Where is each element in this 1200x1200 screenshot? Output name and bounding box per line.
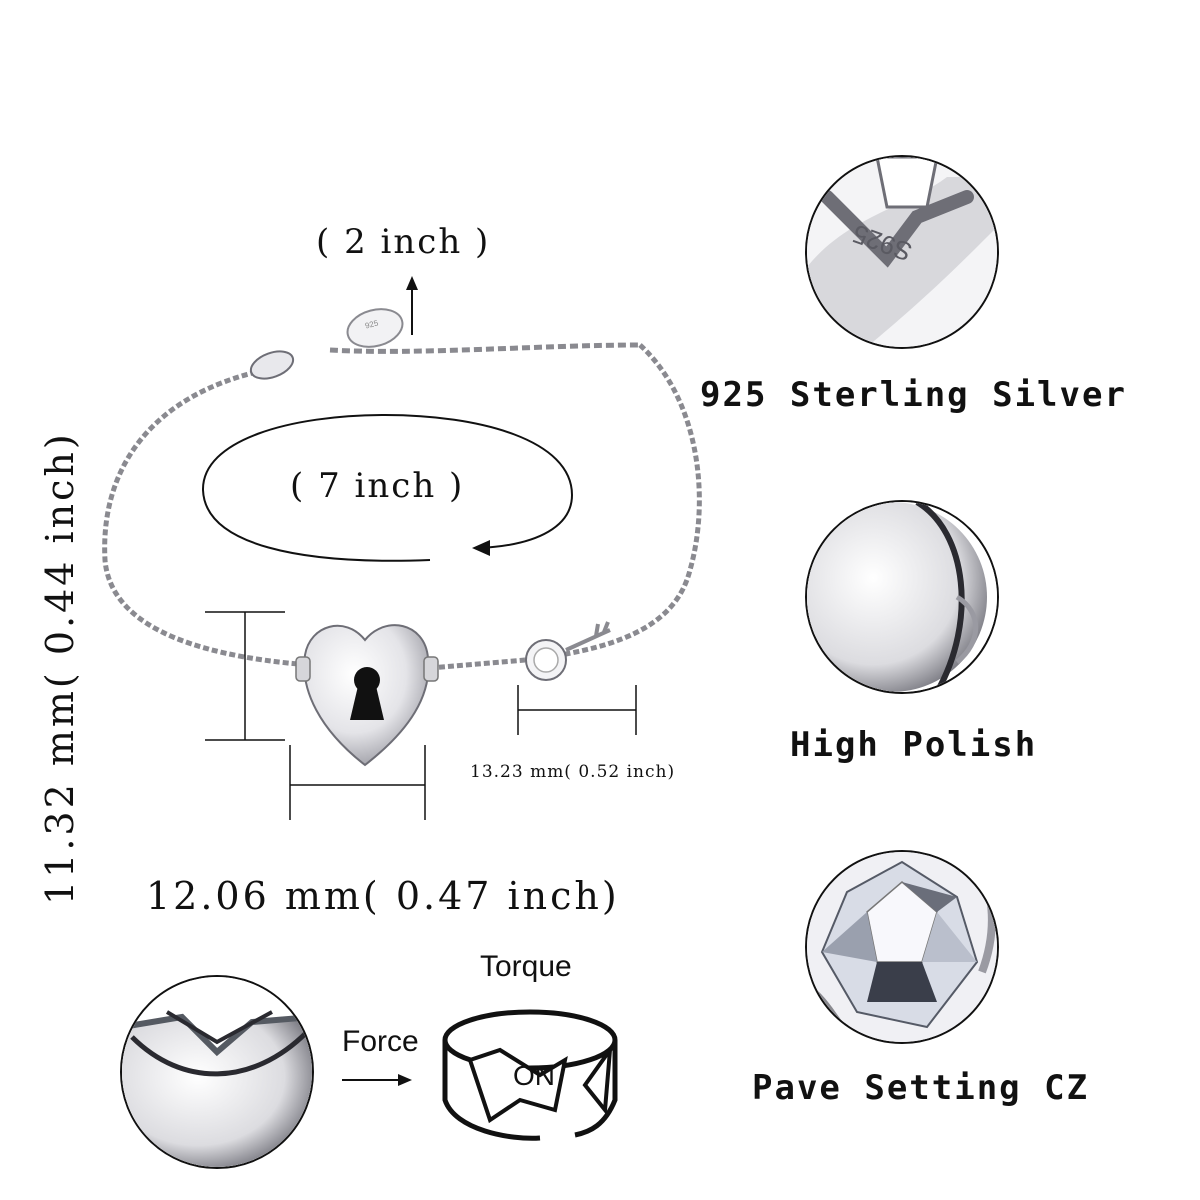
length-ellipse-arrow bbox=[201, 413, 574, 562]
torque-ring-icon bbox=[574, 1040, 618, 1138]
pave-setting-label: Pave Setting CZ bbox=[752, 1068, 1090, 1108]
bracelet-chain bbox=[102, 367, 311, 668]
pave-setting-detail-image bbox=[805, 850, 999, 1044]
heart-bail-left bbox=[295, 656, 311, 682]
sterling-silver-label: 925 Sterling Silver bbox=[700, 375, 1127, 415]
high-polish-detail-image bbox=[805, 500, 999, 694]
height-dimension-label: 11.32 mm( 0.44 inch) bbox=[38, 431, 82, 905]
sterling-silver-detail-image: S925 bbox=[805, 155, 999, 349]
high-polish-label: High Polish bbox=[790, 725, 1038, 765]
arrow-left-icon bbox=[472, 540, 490, 556]
bracelet-chain bbox=[429, 657, 526, 671]
keyhole-icon bbox=[350, 686, 384, 720]
width-dimension-label: 12.06 mm( 0.47 inch) bbox=[146, 874, 620, 918]
key-charm-shaft bbox=[565, 621, 611, 652]
extension-chain bbox=[329, 342, 641, 354]
stamp-tag bbox=[346, 308, 404, 348]
torque-label: Torque bbox=[480, 950, 572, 983]
torque-arrow-icon bbox=[582, 1042, 613, 1116]
torque-ring-icon bbox=[442, 1040, 541, 1141]
bracelet-chain bbox=[524, 343, 702, 663]
arrow-right-icon bbox=[398, 1074, 412, 1086]
lobster-clasp bbox=[249, 350, 295, 380]
bracelet-length-label: ( 7 inch ) bbox=[290, 466, 465, 506]
torque-on-label: ON bbox=[513, 1060, 555, 1091]
torque-arrow-icon bbox=[467, 1047, 568, 1124]
inner-comfort-detail-image bbox=[120, 975, 314, 1169]
charm-dimension-label: 13.23 mm( 0.52 inch) bbox=[470, 762, 676, 782]
arrow-up-icon bbox=[406, 276, 418, 290]
force-label: Force bbox=[342, 1025, 419, 1058]
extension-length-label: ( 2 inch ) bbox=[316, 222, 491, 262]
heart-bail-right bbox=[423, 656, 439, 682]
